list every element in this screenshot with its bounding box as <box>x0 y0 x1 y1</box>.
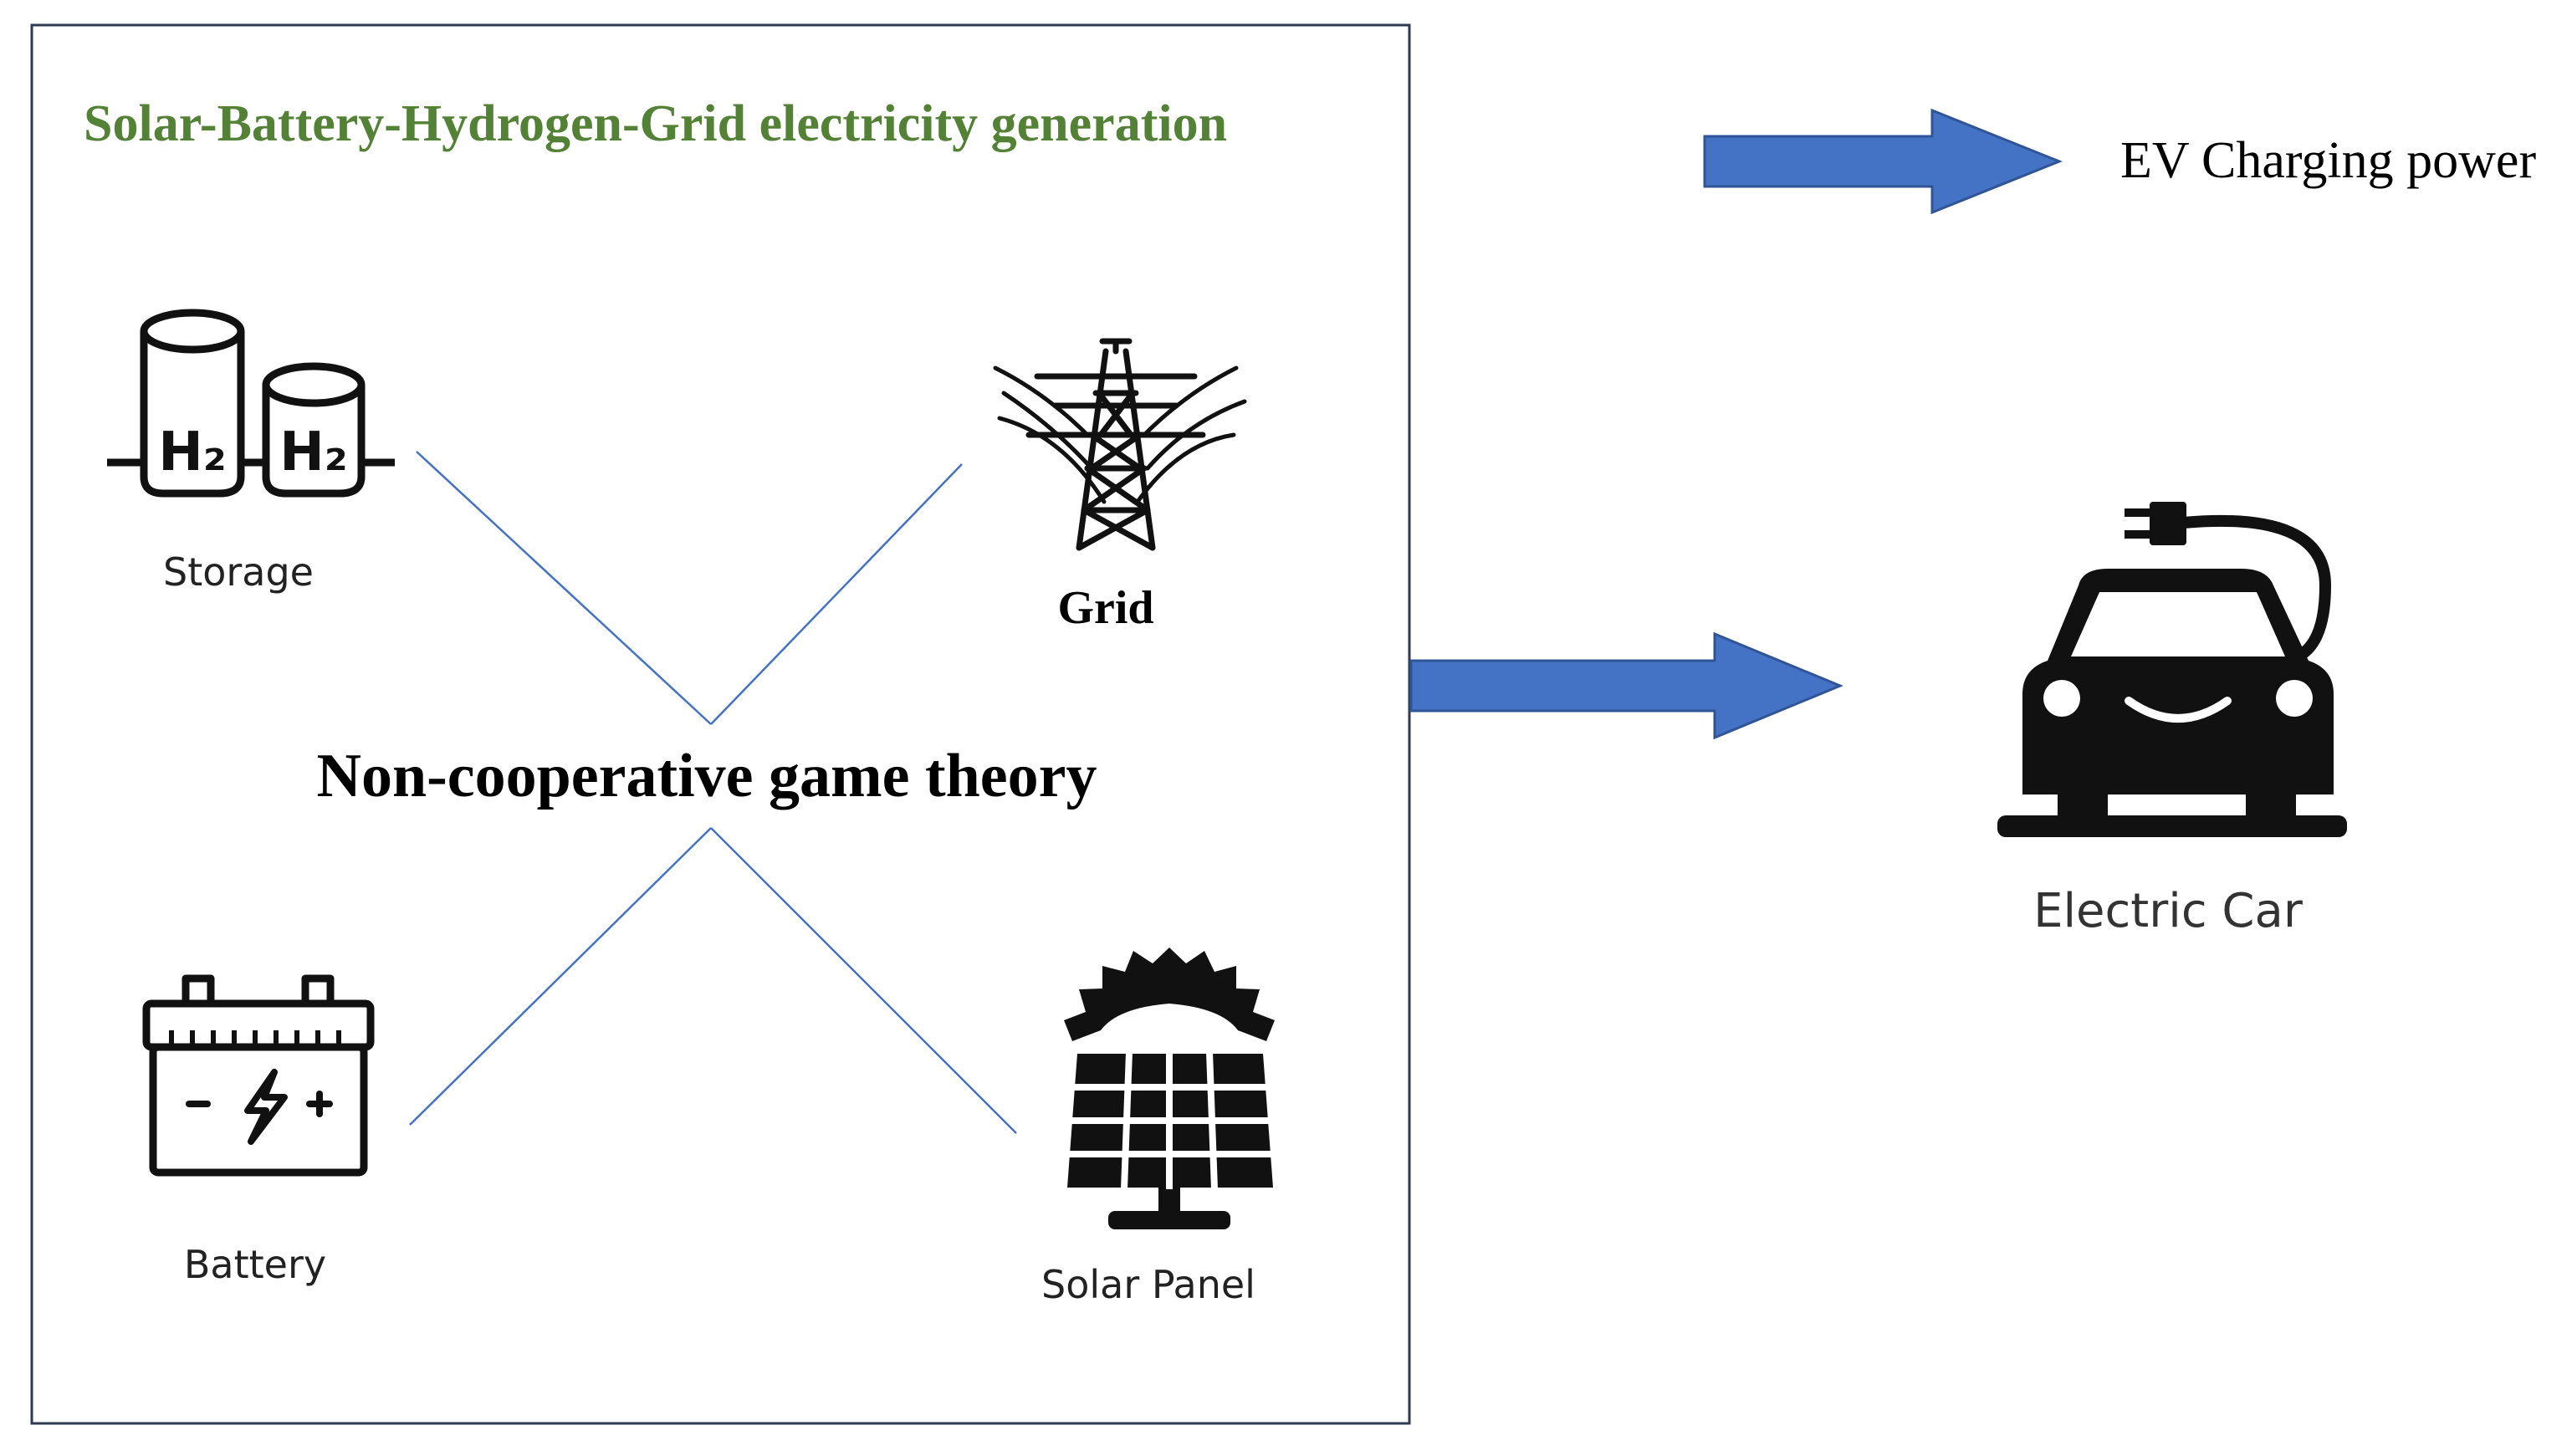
lightning-icon <box>244 1069 288 1145</box>
legend-label: EV Charging power <box>2120 132 2536 189</box>
generation-box <box>30 23 1411 1425</box>
car-headlight-left <box>2043 680 2080 717</box>
connector-battery <box>409 827 712 1126</box>
power-flow-arrow-icon <box>1409 631 1843 740</box>
plug-body <box>2150 502 2186 545</box>
solar-grid-lines <box>1069 1051 1271 1190</box>
connector-grid <box>710 463 963 725</box>
center-label: Non-cooperative game theory <box>317 742 1097 810</box>
legend-arrow-icon <box>1703 108 2063 215</box>
car-label: Electric Car <box>2033 884 2304 938</box>
car-headlight-right <box>2276 680 2313 717</box>
car-windshield <box>2071 592 2285 656</box>
battery-cells <box>169 1030 341 1045</box>
car-grille <box>2125 697 2232 723</box>
electric-car-icon <box>1997 502 2347 837</box>
connector-storage <box>416 451 712 725</box>
battery-label: Battery <box>184 1242 326 1287</box>
solar-label: Solar Panel <box>1041 1262 1255 1307</box>
box-title: Solar-Battery-Hydrogen-Grid electricity … <box>84 95 1227 152</box>
battery-icon <box>142 974 375 1177</box>
hydrogen-tanks-icon <box>107 309 395 498</box>
storage-tank-1-text: H₂ <box>158 421 227 483</box>
connector-lines <box>409 451 1017 1134</box>
storage-label: Storage <box>163 549 314 595</box>
power-tower-icon <box>993 338 1247 551</box>
storage-tank-2-text: H₂ <box>279 421 348 483</box>
battery-symbols <box>186 1069 333 1145</box>
connector-solar <box>710 827 1017 1134</box>
car-ground <box>1997 815 2347 837</box>
charging-cable <box>2177 514 2332 658</box>
grid-label: Grid <box>1057 582 1153 634</box>
